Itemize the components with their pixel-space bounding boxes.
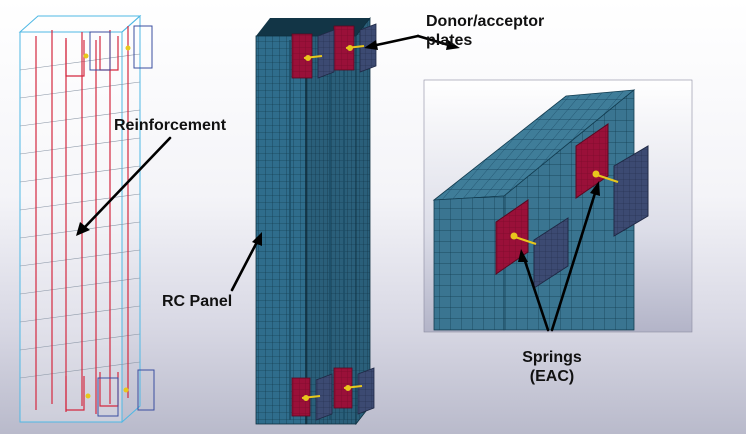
zoom-inset — [423, 79, 693, 333]
plates-label-line1: Donor/acceptor — [426, 13, 545, 30]
springs-label-line2: (EAC) — [529, 368, 575, 385]
springs-label-line1: Springs — [522, 349, 582, 366]
annotation-arrows — [76, 34, 600, 332]
rc-panel-label: RC Panel — [162, 293, 233, 310]
reinforcement-wireframe — [18, 14, 155, 424]
reinforcement-label: Reinforcement — [114, 117, 227, 134]
plates-label-line2: plates — [426, 32, 473, 49]
plates-label: Donor/acceptor plates — [426, 12, 544, 50]
panel-springs — [301, 45, 365, 401]
springs-label: Springs (EAC) — [512, 348, 592, 386]
rc-panel-mesh — [255, 16, 371, 426]
panel-bottom-plates — [291, 367, 375, 421]
